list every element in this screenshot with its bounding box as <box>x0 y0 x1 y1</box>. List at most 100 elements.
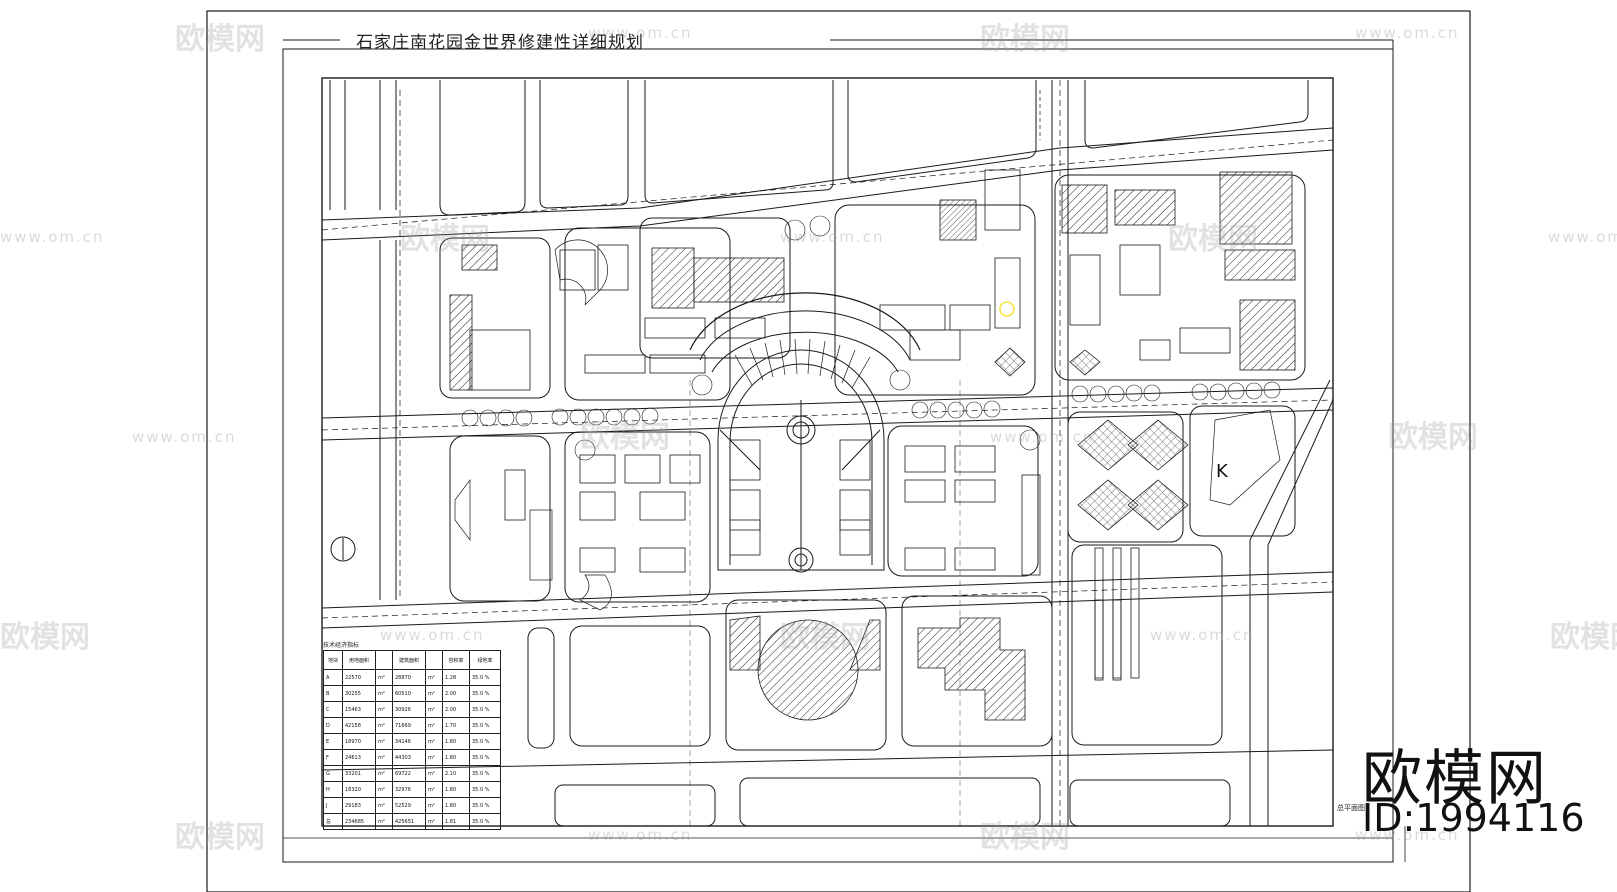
table-cell: m² <box>375 701 393 718</box>
table-cell: m² <box>375 781 393 798</box>
table-cell: m² <box>425 717 443 734</box>
table-cell: H <box>323 781 343 798</box>
table-cell: 18320 <box>342 781 376 798</box>
table-cell: 29183 <box>342 797 376 814</box>
table-cell: 425651 <box>392 813 426 830</box>
table-cell: m² <box>425 781 443 798</box>
table-cell: E <box>323 733 343 750</box>
table-cell: A <box>323 669 343 686</box>
watermark-logo: 欧模网 <box>400 222 490 257</box>
table-cell: F <box>323 749 343 766</box>
table-cell: 30926 <box>392 701 426 718</box>
block-letter: K <box>1216 461 1228 482</box>
watermark-logo: 欧模网 <box>980 22 1070 57</box>
table-cell: 总 <box>323 813 343 830</box>
hatched-buildings <box>449 171 1296 721</box>
north-arrow <box>330 536 356 562</box>
watermark-logo: 欧模网 <box>0 620 90 655</box>
table-cell: m² <box>375 765 393 782</box>
road-network <box>321 80 1334 826</box>
table-cell: 35.0 % <box>469 701 501 718</box>
table-cell: m² <box>375 717 393 734</box>
table-cell: D <box>323 717 343 734</box>
table-cell: m² <box>425 765 443 782</box>
table-header-cell: 建筑面积 <box>392 650 426 670</box>
table-cell: 2.10 <box>442 765 470 782</box>
table-cell: 35.0 % <box>469 685 501 702</box>
table-cell: 35.0 % <box>469 765 501 782</box>
table-cell: m² <box>425 701 443 718</box>
watermark-logo: 欧模网 <box>980 820 1070 855</box>
table-cell: 35.0 % <box>469 781 501 798</box>
table-cell: 1.28 <box>442 669 470 686</box>
table-cell: G <box>323 765 343 782</box>
table-cell: 2.00 <box>442 685 470 702</box>
table-cell: 52529 <box>392 797 426 814</box>
yellow-marker <box>999 301 1015 317</box>
table-cell: 1.70 <box>442 717 470 734</box>
sheet-label: 总平面图 <box>1337 804 1365 812</box>
table-cell: m² <box>375 797 393 814</box>
watermark-url: www.om.cn <box>1355 826 1460 844</box>
parcel-outlines <box>439 174 1306 827</box>
table-cell: m² <box>425 797 443 814</box>
table-cell: C <box>323 701 343 718</box>
watermark-url: www.om.cn <box>1150 626 1255 644</box>
table-cell: 1.80 <box>442 733 470 750</box>
table-cell: m² <box>425 685 443 702</box>
table-cell: 69722 <box>392 765 426 782</box>
table-cell: m² <box>375 733 393 750</box>
table-cell: 60510 <box>392 685 426 702</box>
table-cell: 35.0 % <box>469 797 501 814</box>
table-cell: m² <box>425 749 443 766</box>
table-header-cell <box>425 650 443 670</box>
table-cell: 44303 <box>392 749 426 766</box>
table-cell: 30255 <box>342 685 376 702</box>
table-cell: m² <box>425 813 443 830</box>
watermark-logo: 欧模网 <box>1168 222 1258 257</box>
table-cell: 35.0 % <box>469 733 501 750</box>
tree-rows <box>461 215 1281 461</box>
table-cell: 33201 <box>342 765 376 782</box>
table-cell: m² <box>425 669 443 686</box>
table-cell: 24613 <box>342 749 376 766</box>
brand-logo-text: 欧模网 <box>1362 744 1548 814</box>
site-details <box>321 80 1334 826</box>
table-header-cell: 容积率 <box>442 650 470 670</box>
table-cell: B <box>323 685 343 702</box>
table-cell: 1.81 <box>442 813 470 830</box>
plaza-radial-lines <box>734 338 871 389</box>
table-cell: m² <box>375 669 393 686</box>
table-cell: 22570 <box>342 669 376 686</box>
watermark-url: www.om.cn <box>780 228 885 246</box>
brand-id: ID:1994116 <box>1362 796 1585 840</box>
residential-building-rows <box>504 169 1231 681</box>
watermark-logo: 欧模网 <box>1388 420 1478 455</box>
table-cell: 35.0 % <box>469 813 501 830</box>
table-cell: 1.80 <box>442 749 470 766</box>
table-cell: 234685 <box>342 813 376 830</box>
table-header-cell: 地块 <box>323 650 343 670</box>
watermark-logo: 欧模网 <box>780 620 870 655</box>
table-cell: 18970 <box>342 733 376 750</box>
table-cell: 15463 <box>342 701 376 718</box>
table-header-cell <box>375 650 393 670</box>
table-cell: 1.80 <box>442 781 470 798</box>
table-cell: 42158 <box>342 717 376 734</box>
watermark-logo: 欧模网 <box>1550 620 1617 655</box>
table-cell: 32976 <box>392 781 426 798</box>
table-cell: J <box>323 797 343 814</box>
watermark-logo: 欧模网 <box>175 22 265 57</box>
watermark-logo: 欧模网 <box>175 820 265 855</box>
table-cell: 35.0 % <box>469 717 501 734</box>
